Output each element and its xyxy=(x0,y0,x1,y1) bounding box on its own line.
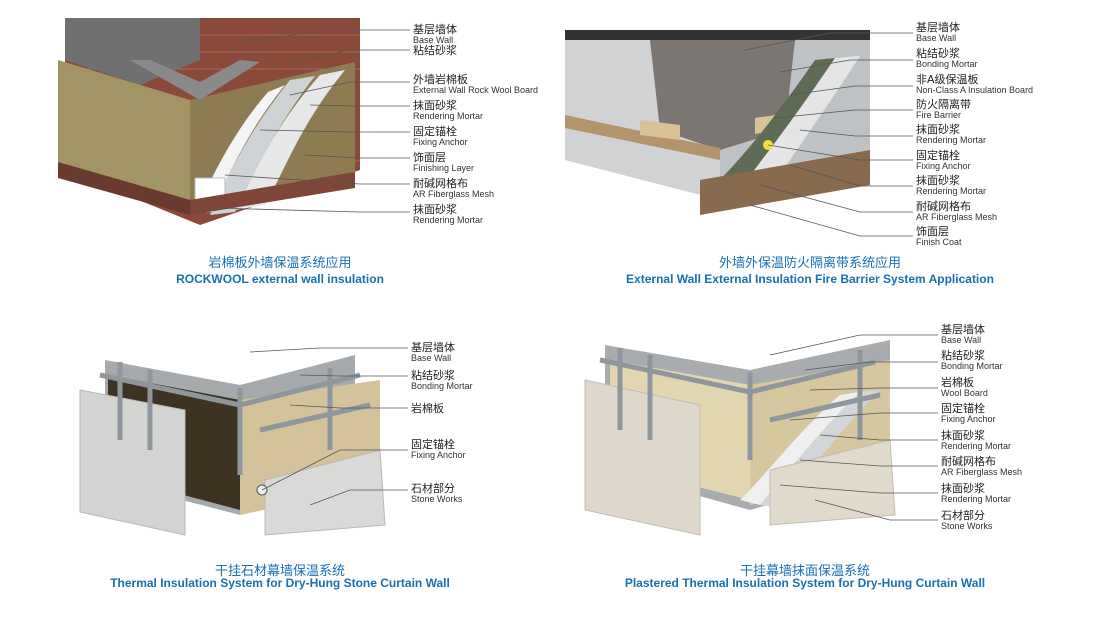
panel-title-en: Plastered Thermal Insulation System for … xyxy=(624,576,986,590)
panel-title-en: External Wall External Insulation Fire B… xyxy=(626,272,994,286)
panel-title-en: Thermal Insulation System for Dry-Hung S… xyxy=(110,576,450,590)
rockwool-leader-lines xyxy=(214,29,410,213)
rockwool-wall-illustration xyxy=(58,18,361,225)
dry-hung-stone-illustration xyxy=(79,355,386,536)
plastered-dry-hung-leader-lines xyxy=(769,334,938,521)
panel-title-zh: 岩棉板外墙保温系统应用 xyxy=(208,256,352,271)
label-bonding-mortar: 粘结砂浆 xyxy=(413,44,457,57)
panel-title-en: ROCKWOOL external wall insulation xyxy=(176,272,384,286)
panel-title-zh: 干挂石材幕墙保温系统 xyxy=(214,564,345,579)
label-rock-wool-board: 岩棉板 xyxy=(411,402,444,415)
panel-title-zh: 外墙外保温防火隔离带系统应用 xyxy=(718,256,901,271)
dry-hung-stone-leader-lines xyxy=(249,347,408,506)
fire-barrier-leader-lines xyxy=(744,32,913,237)
plastered-dry-hung-illustration xyxy=(584,340,896,536)
panel-title-zh: 干挂幕墙抹面保温系统 xyxy=(739,564,870,579)
fire-barrier-illustration xyxy=(565,30,870,215)
